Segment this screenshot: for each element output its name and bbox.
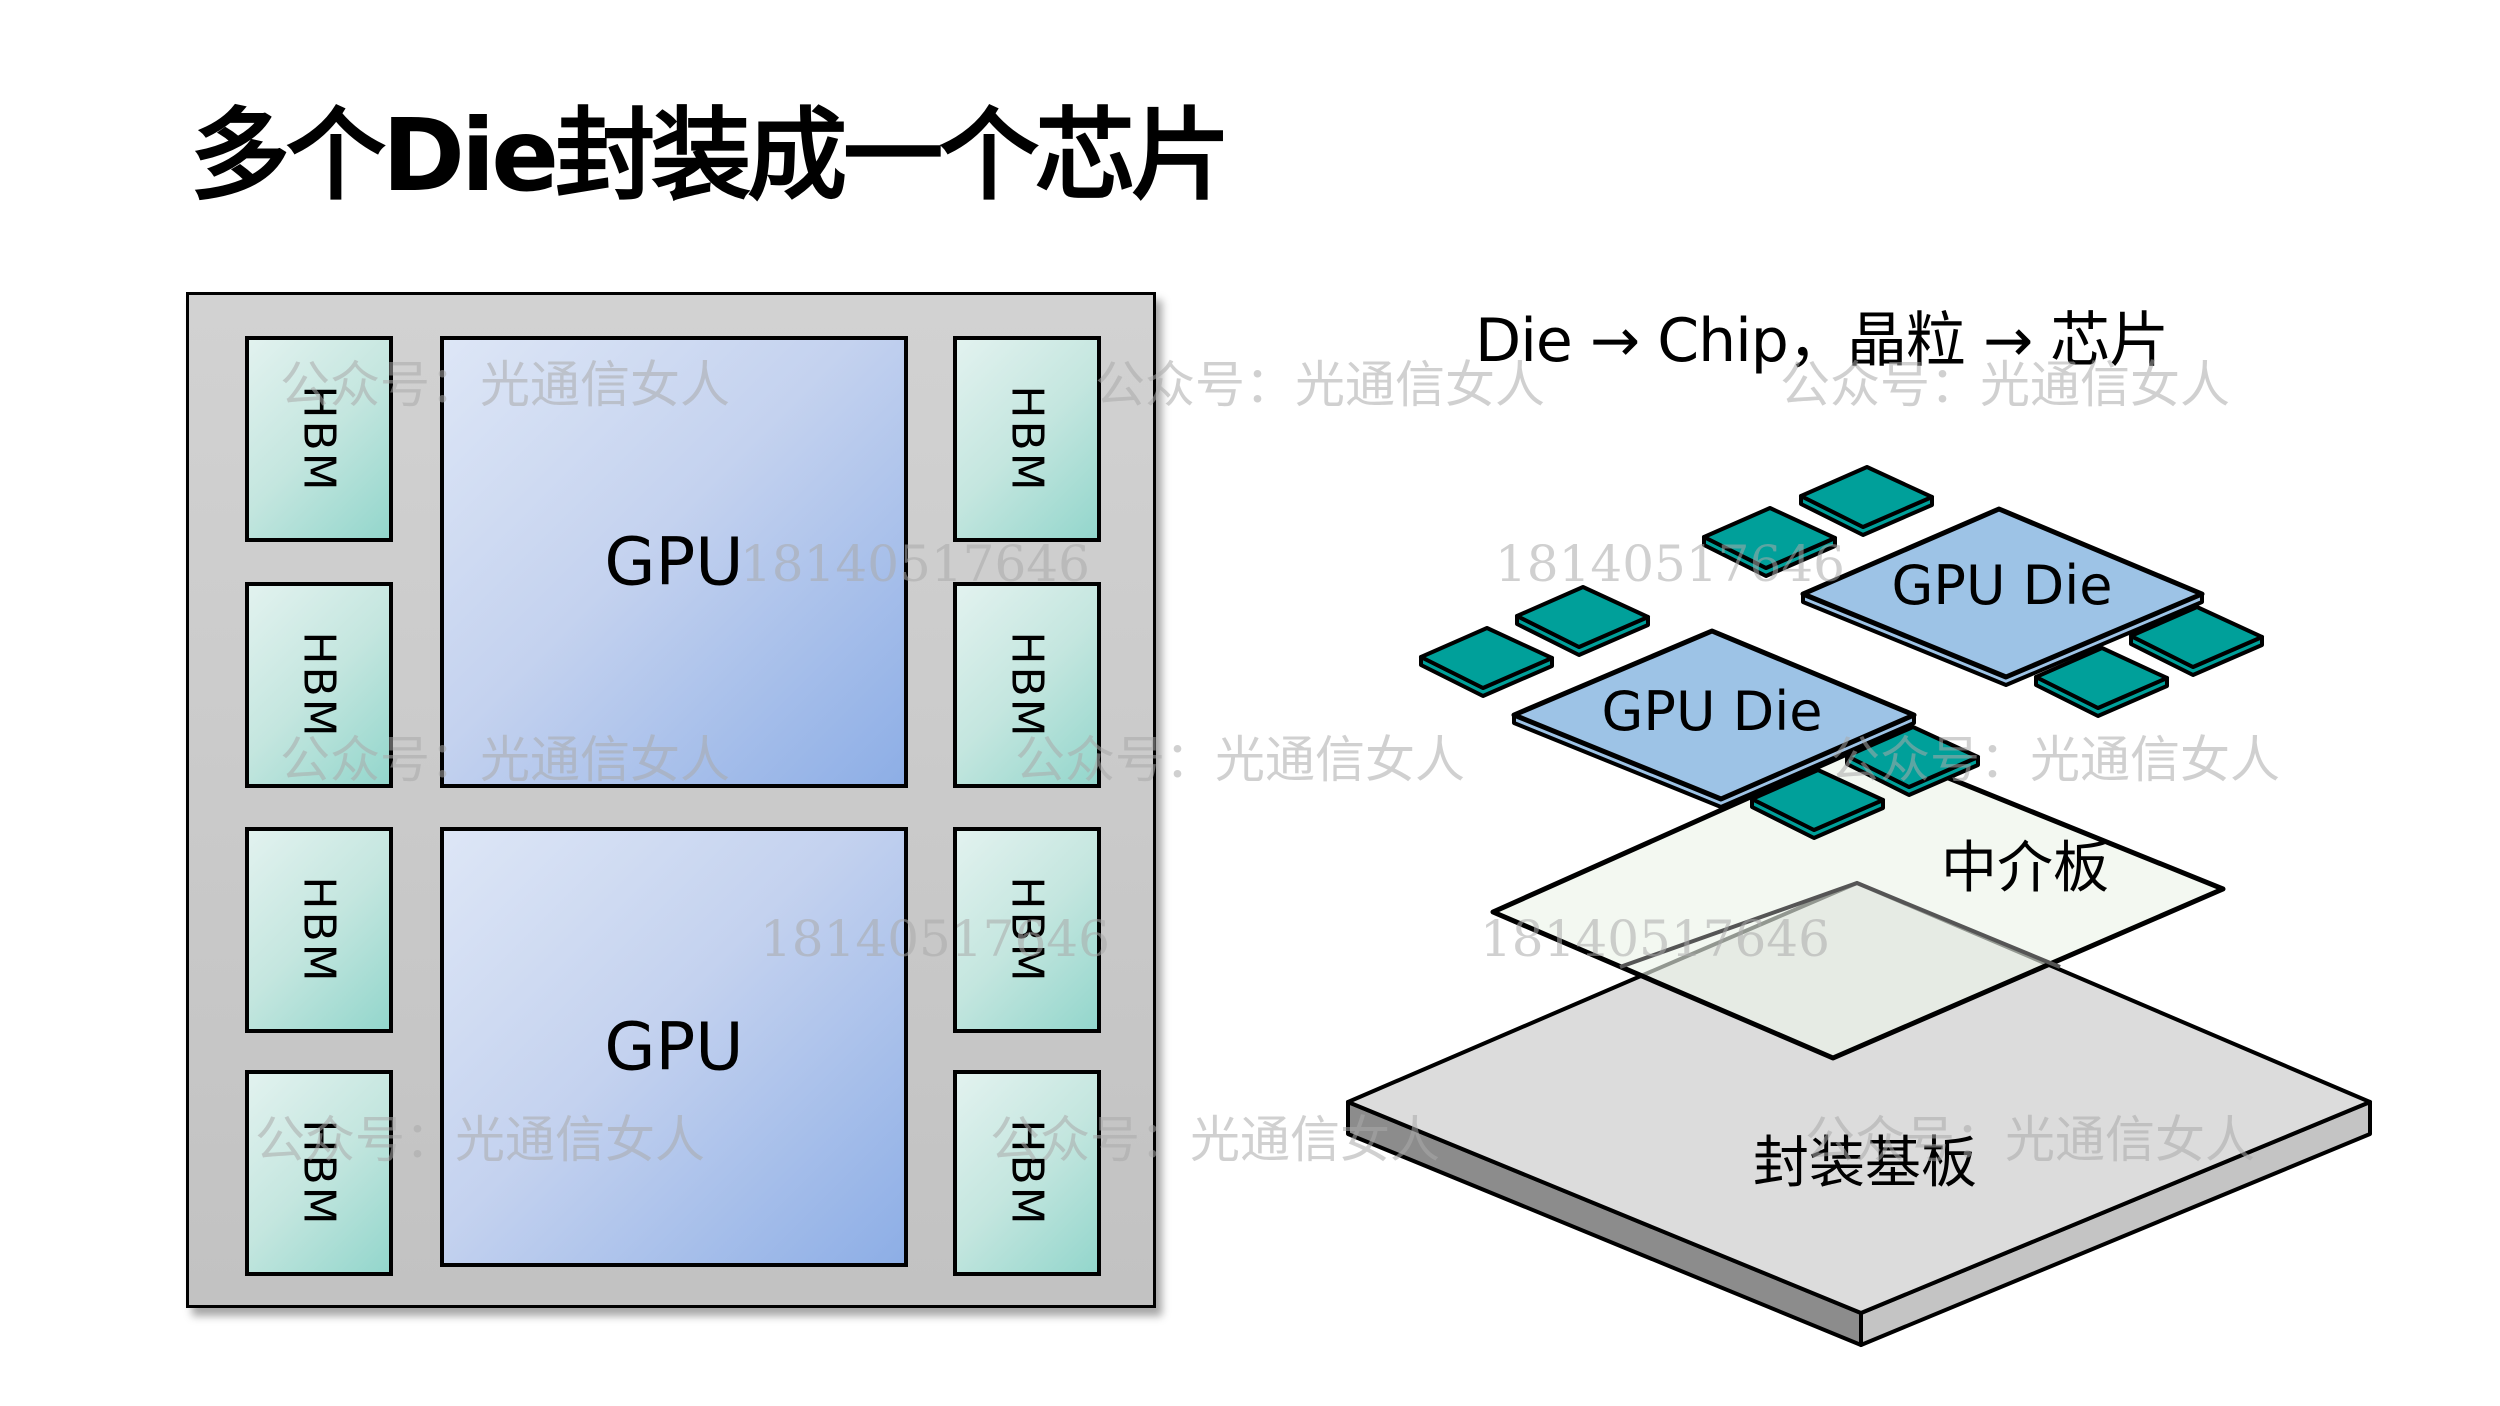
hbm-left-4: HBM [245, 1070, 393, 1276]
substrate-top [1346, 881, 2372, 1315]
gpu-label: GPU [604, 523, 744, 601]
hbm-right-3: HBM [953, 827, 1101, 1033]
hbm-chip-2 [1702, 506, 1837, 570]
hbm-iso-group [1419, 465, 2264, 840]
substrate-label: 封装基板 [1753, 1131, 1977, 1196]
gpu-block-2: GPU [440, 827, 908, 1267]
hbm-right-1: HBM [953, 336, 1101, 542]
hbm-chip-5 [1515, 585, 1650, 649]
hbm-left-3: HBM [245, 827, 393, 1033]
die-top [1800, 506, 2205, 680]
hbm-left-2: HBM [245, 582, 393, 788]
hbm-chip-1 [1799, 465, 1934, 529]
gpu-block-1: GPU [440, 336, 908, 788]
gpu-die-1: GPU Die [1511, 628, 1917, 809]
gpu-die-label: GPU Die [1602, 680, 1823, 743]
interposer-top [1490, 742, 2226, 1061]
hbm-right-2: HBM [953, 582, 1101, 788]
hbm-left-1: HBM [245, 336, 393, 542]
interposer: 中介板 [1490, 742, 2226, 1061]
subtitle: Die → Chip，晶粒 → 芯片 [1475, 306, 2169, 376]
substrate-hidden-edge [1619, 880, 2061, 969]
hbm-right-4: HBM [953, 1070, 1101, 1276]
hbm-chip-3 [2129, 605, 2264, 669]
gpu-die-2: GPU Die [1800, 506, 2205, 687]
hbm-chip-8 [1750, 768, 1885, 832]
hbm-chip-6 [1419, 626, 1554, 690]
gpu-die-label: GPU Die [1892, 554, 2113, 617]
page-title: 多个Die封装成一个芯片 [190, 97, 1231, 214]
die-top [1511, 628, 1917, 802]
gpu-label: GPU [604, 1008, 744, 1086]
package-substrate: 封装基板 [1346, 881, 2372, 1347]
hbm-chip-7 [1845, 725, 1980, 789]
hbm-chip-4 [2034, 646, 2169, 710]
interposer-label: 中介板 [1941, 836, 2109, 901]
